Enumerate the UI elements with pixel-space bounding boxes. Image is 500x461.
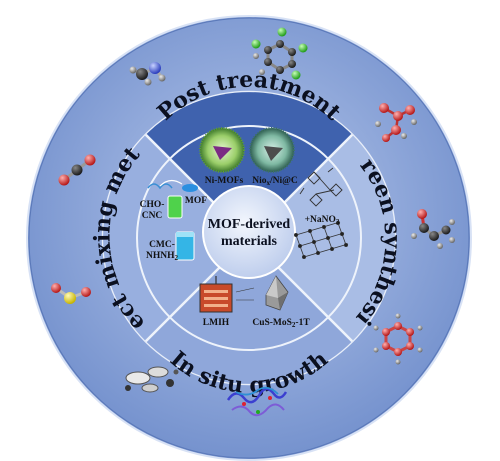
label-cho-cnc-1: CHO- [140,200,165,210]
so2-molecule [51,283,91,304]
lmih-apparatus [199,276,255,313]
protein-structure [226,386,288,417]
fragments-cluster [125,366,179,393]
sector-bottom [145,238,353,384]
label-cmc-2: NHNH2 [146,251,179,262]
niox-ni-c-image [249,127,295,173]
ni-mofs-image [199,127,245,173]
sector-top [145,92,353,238]
label-cus-mos2: CuS-MoS2-1T [252,318,310,329]
label-cho-cnc-2: CNC [142,211,163,221]
lattice-grid [293,220,349,259]
framework-structure [299,167,343,207]
co2-molecule [58,154,96,186]
label-niox: Niox/Ni@C [252,176,298,187]
center-label-line1: MOF-derived [208,217,291,232]
nitro-aromatic-molecule [375,103,417,142]
sector-right [249,134,395,342]
acetone-molecule [411,209,455,249]
chlorobenzene-molecule [251,27,308,80]
benzene-molecule [373,313,423,365]
outer-ring-border [28,17,470,459]
label-ni-mofs: Ni-MOFs [205,176,244,186]
label-cmc-1: CMC- [149,240,175,250]
methylamine-molecule [129,62,166,86]
center-circle [202,185,296,279]
label-mof: MOF [185,196,207,206]
cus-mos2-crystal [265,275,289,311]
label-nano3: +NaNO3 [305,215,340,226]
center-label-line2: materials [221,234,278,249]
mixing-scheme [147,179,198,261]
label-lmih: LMIH [203,318,230,328]
